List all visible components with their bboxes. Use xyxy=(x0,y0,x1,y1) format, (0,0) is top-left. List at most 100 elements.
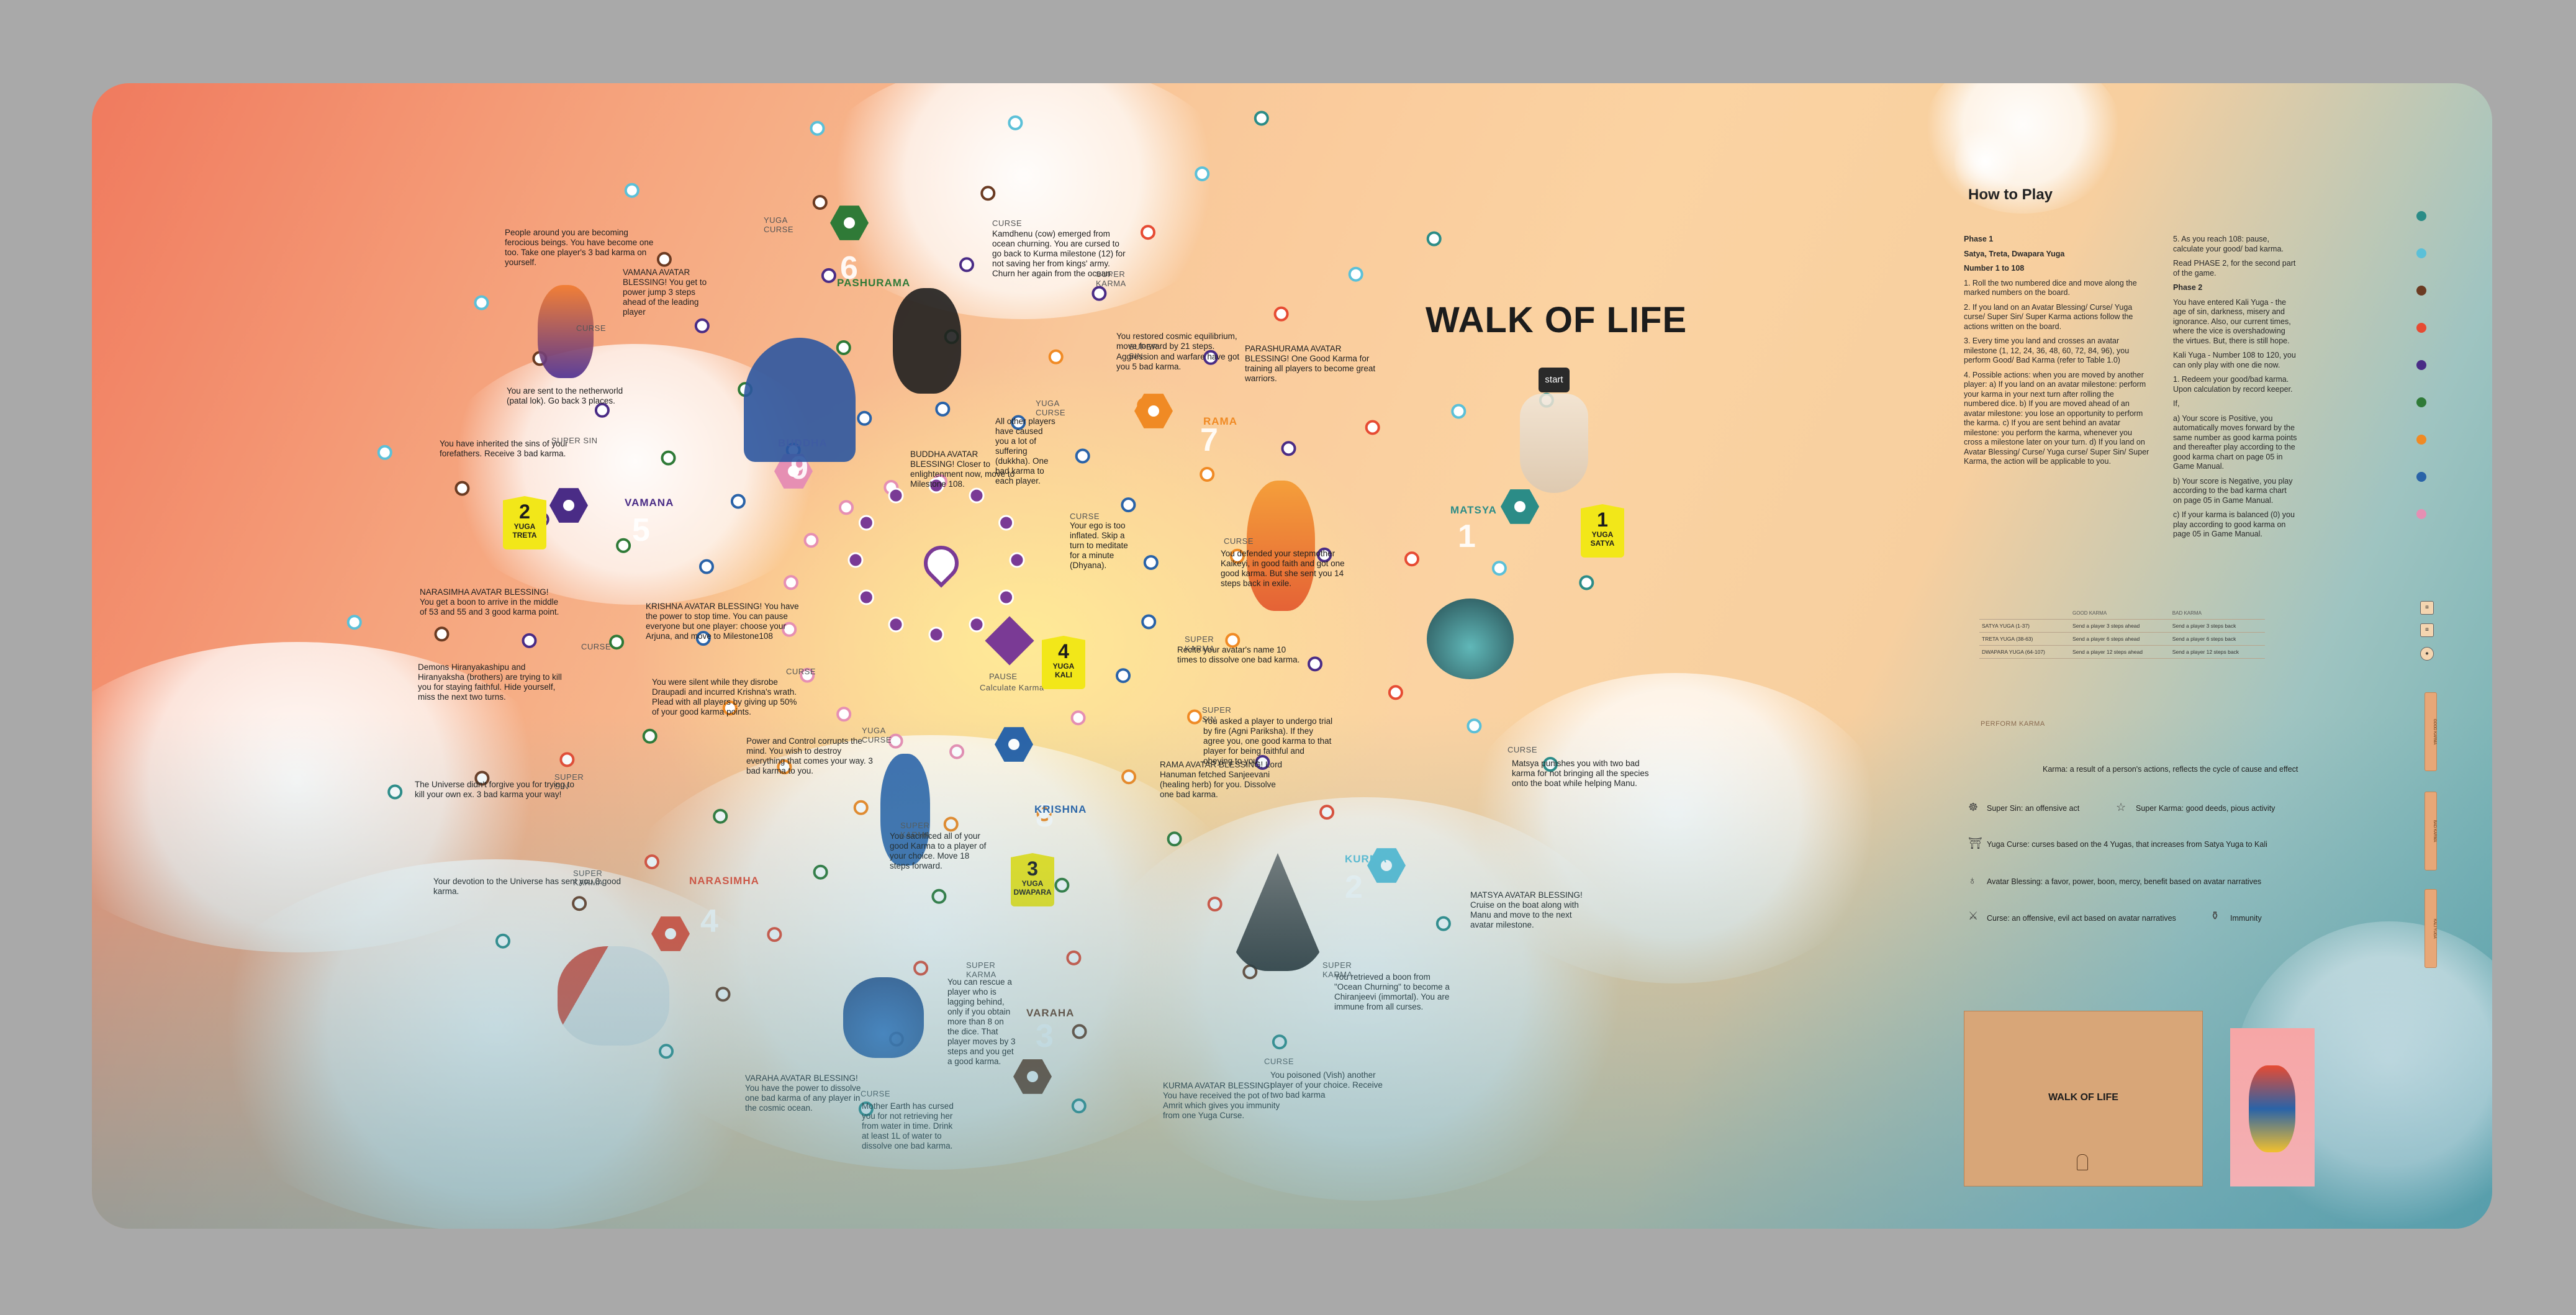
track-space[interactable] xyxy=(474,295,489,310)
kali-track-space[interactable] xyxy=(888,487,904,504)
kali-track-space[interactable] xyxy=(888,617,904,633)
track-space[interactable] xyxy=(1229,548,1245,564)
track-space[interactable] xyxy=(659,1044,674,1059)
track-space[interactable] xyxy=(624,183,639,198)
kali-track-space[interactable] xyxy=(847,552,864,568)
track-space[interactable] xyxy=(377,445,392,460)
kali-track-space[interactable] xyxy=(928,626,944,643)
track-space[interactable] xyxy=(656,251,672,267)
track-space[interactable] xyxy=(1272,1034,1287,1050)
avatar-milestone[interactable] xyxy=(651,916,690,951)
track-space[interactable] xyxy=(777,759,792,775)
track-space[interactable] xyxy=(1054,877,1070,893)
track-space[interactable] xyxy=(1066,950,1082,965)
track-space[interactable] xyxy=(1317,547,1332,563)
track-space[interactable] xyxy=(1071,1098,1087,1114)
track-space[interactable] xyxy=(713,808,728,824)
track-space[interactable] xyxy=(1319,805,1335,820)
track-space[interactable] xyxy=(1008,115,1023,130)
track-space[interactable] xyxy=(1255,755,1270,770)
track-space[interactable] xyxy=(1281,441,1296,456)
bad-karma-card-slot[interactable]: BAD KARMA xyxy=(2425,792,2437,870)
track-space[interactable] xyxy=(913,960,929,976)
track-space[interactable] xyxy=(1091,286,1107,301)
track-space[interactable] xyxy=(572,896,587,911)
kali-track-space[interactable] xyxy=(969,487,985,504)
track-space[interactable] xyxy=(1121,769,1137,785)
track-space[interactable] xyxy=(1141,614,1157,630)
track-space[interactable] xyxy=(935,401,951,417)
avatar-milestone[interactable] xyxy=(1134,394,1173,428)
avatar-milestone[interactable] xyxy=(1013,1059,1052,1094)
track-space[interactable] xyxy=(616,538,631,553)
track-space[interactable] xyxy=(454,481,470,496)
track-space[interactable] xyxy=(1072,1024,1087,1039)
track-space[interactable] xyxy=(853,800,869,815)
track-space[interactable] xyxy=(1187,709,1202,725)
track-space[interactable] xyxy=(949,744,965,759)
track-space[interactable] xyxy=(782,621,797,637)
kali-track-space[interactable] xyxy=(928,477,944,494)
track-space[interactable] xyxy=(715,987,731,1002)
track-space[interactable] xyxy=(522,633,537,648)
track-space[interactable] xyxy=(559,752,575,767)
track-space[interactable] xyxy=(1451,404,1467,419)
track-space[interactable] xyxy=(767,927,782,942)
track-space[interactable] xyxy=(858,1101,874,1117)
avatar-milestone[interactable] xyxy=(830,206,869,240)
track-space[interactable] xyxy=(1388,685,1403,700)
track-space[interactable] xyxy=(1011,415,1026,430)
track-space[interactable] xyxy=(1167,831,1182,847)
track-space[interactable] xyxy=(836,340,851,355)
track-space[interactable] xyxy=(803,533,819,548)
track-space[interactable] xyxy=(495,933,510,949)
track-space[interactable] xyxy=(1207,897,1222,912)
track-space[interactable] xyxy=(1225,633,1241,648)
track-space[interactable] xyxy=(1200,467,1215,482)
kali-track-space[interactable] xyxy=(998,589,1015,605)
avatar-milestone[interactable] xyxy=(995,727,1033,762)
track-space[interactable] xyxy=(813,864,828,880)
track-space[interactable] xyxy=(1143,555,1159,570)
track-space[interactable] xyxy=(784,575,798,590)
track-space[interactable] xyxy=(661,450,676,466)
kali-yuga-card-slot[interactable]: KALI YUGA xyxy=(2425,889,2437,968)
track-space[interactable] xyxy=(699,559,714,574)
track-space[interactable] xyxy=(1121,497,1136,513)
track-space[interactable] xyxy=(609,635,625,650)
track-space[interactable] xyxy=(1070,710,1086,726)
start-button[interactable]: start xyxy=(1539,368,1570,392)
track-space[interactable] xyxy=(730,494,746,509)
track-space[interactable] xyxy=(943,816,959,832)
kali-track-space[interactable] xyxy=(969,617,985,633)
kali-track-space[interactable] xyxy=(858,515,874,531)
track-space[interactable] xyxy=(1579,575,1594,590)
track-space[interactable] xyxy=(695,631,711,646)
track-space[interactable] xyxy=(1203,350,1218,365)
track-space[interactable] xyxy=(1141,225,1155,240)
track-space[interactable] xyxy=(839,500,854,515)
track-space[interactable] xyxy=(644,854,659,870)
track-space[interactable] xyxy=(836,707,852,722)
track-space[interactable] xyxy=(1308,656,1322,672)
track-space[interactable] xyxy=(888,733,903,749)
track-space[interactable] xyxy=(857,410,872,426)
track-space[interactable] xyxy=(694,318,710,333)
track-space[interactable] xyxy=(980,186,996,201)
track-space[interactable] xyxy=(931,888,947,904)
track-space[interactable] xyxy=(1254,111,1269,126)
track-space[interactable] xyxy=(722,700,738,716)
poster-card[interactable] xyxy=(2230,1028,2315,1186)
track-space[interactable] xyxy=(1426,231,1442,246)
track-space[interactable] xyxy=(594,402,610,418)
track-space[interactable] xyxy=(1543,757,1558,772)
track-space[interactable] xyxy=(1036,806,1052,821)
track-space[interactable] xyxy=(821,268,836,283)
game-manual-card[interactable]: WALK OF LIFE xyxy=(1964,1011,2203,1186)
track-space[interactable] xyxy=(959,257,974,273)
track-space[interactable] xyxy=(800,667,815,683)
track-space[interactable] xyxy=(474,770,490,786)
track-space[interactable] xyxy=(810,120,825,136)
kali-track-space[interactable] xyxy=(858,589,874,605)
track-space[interactable] xyxy=(1048,349,1064,364)
